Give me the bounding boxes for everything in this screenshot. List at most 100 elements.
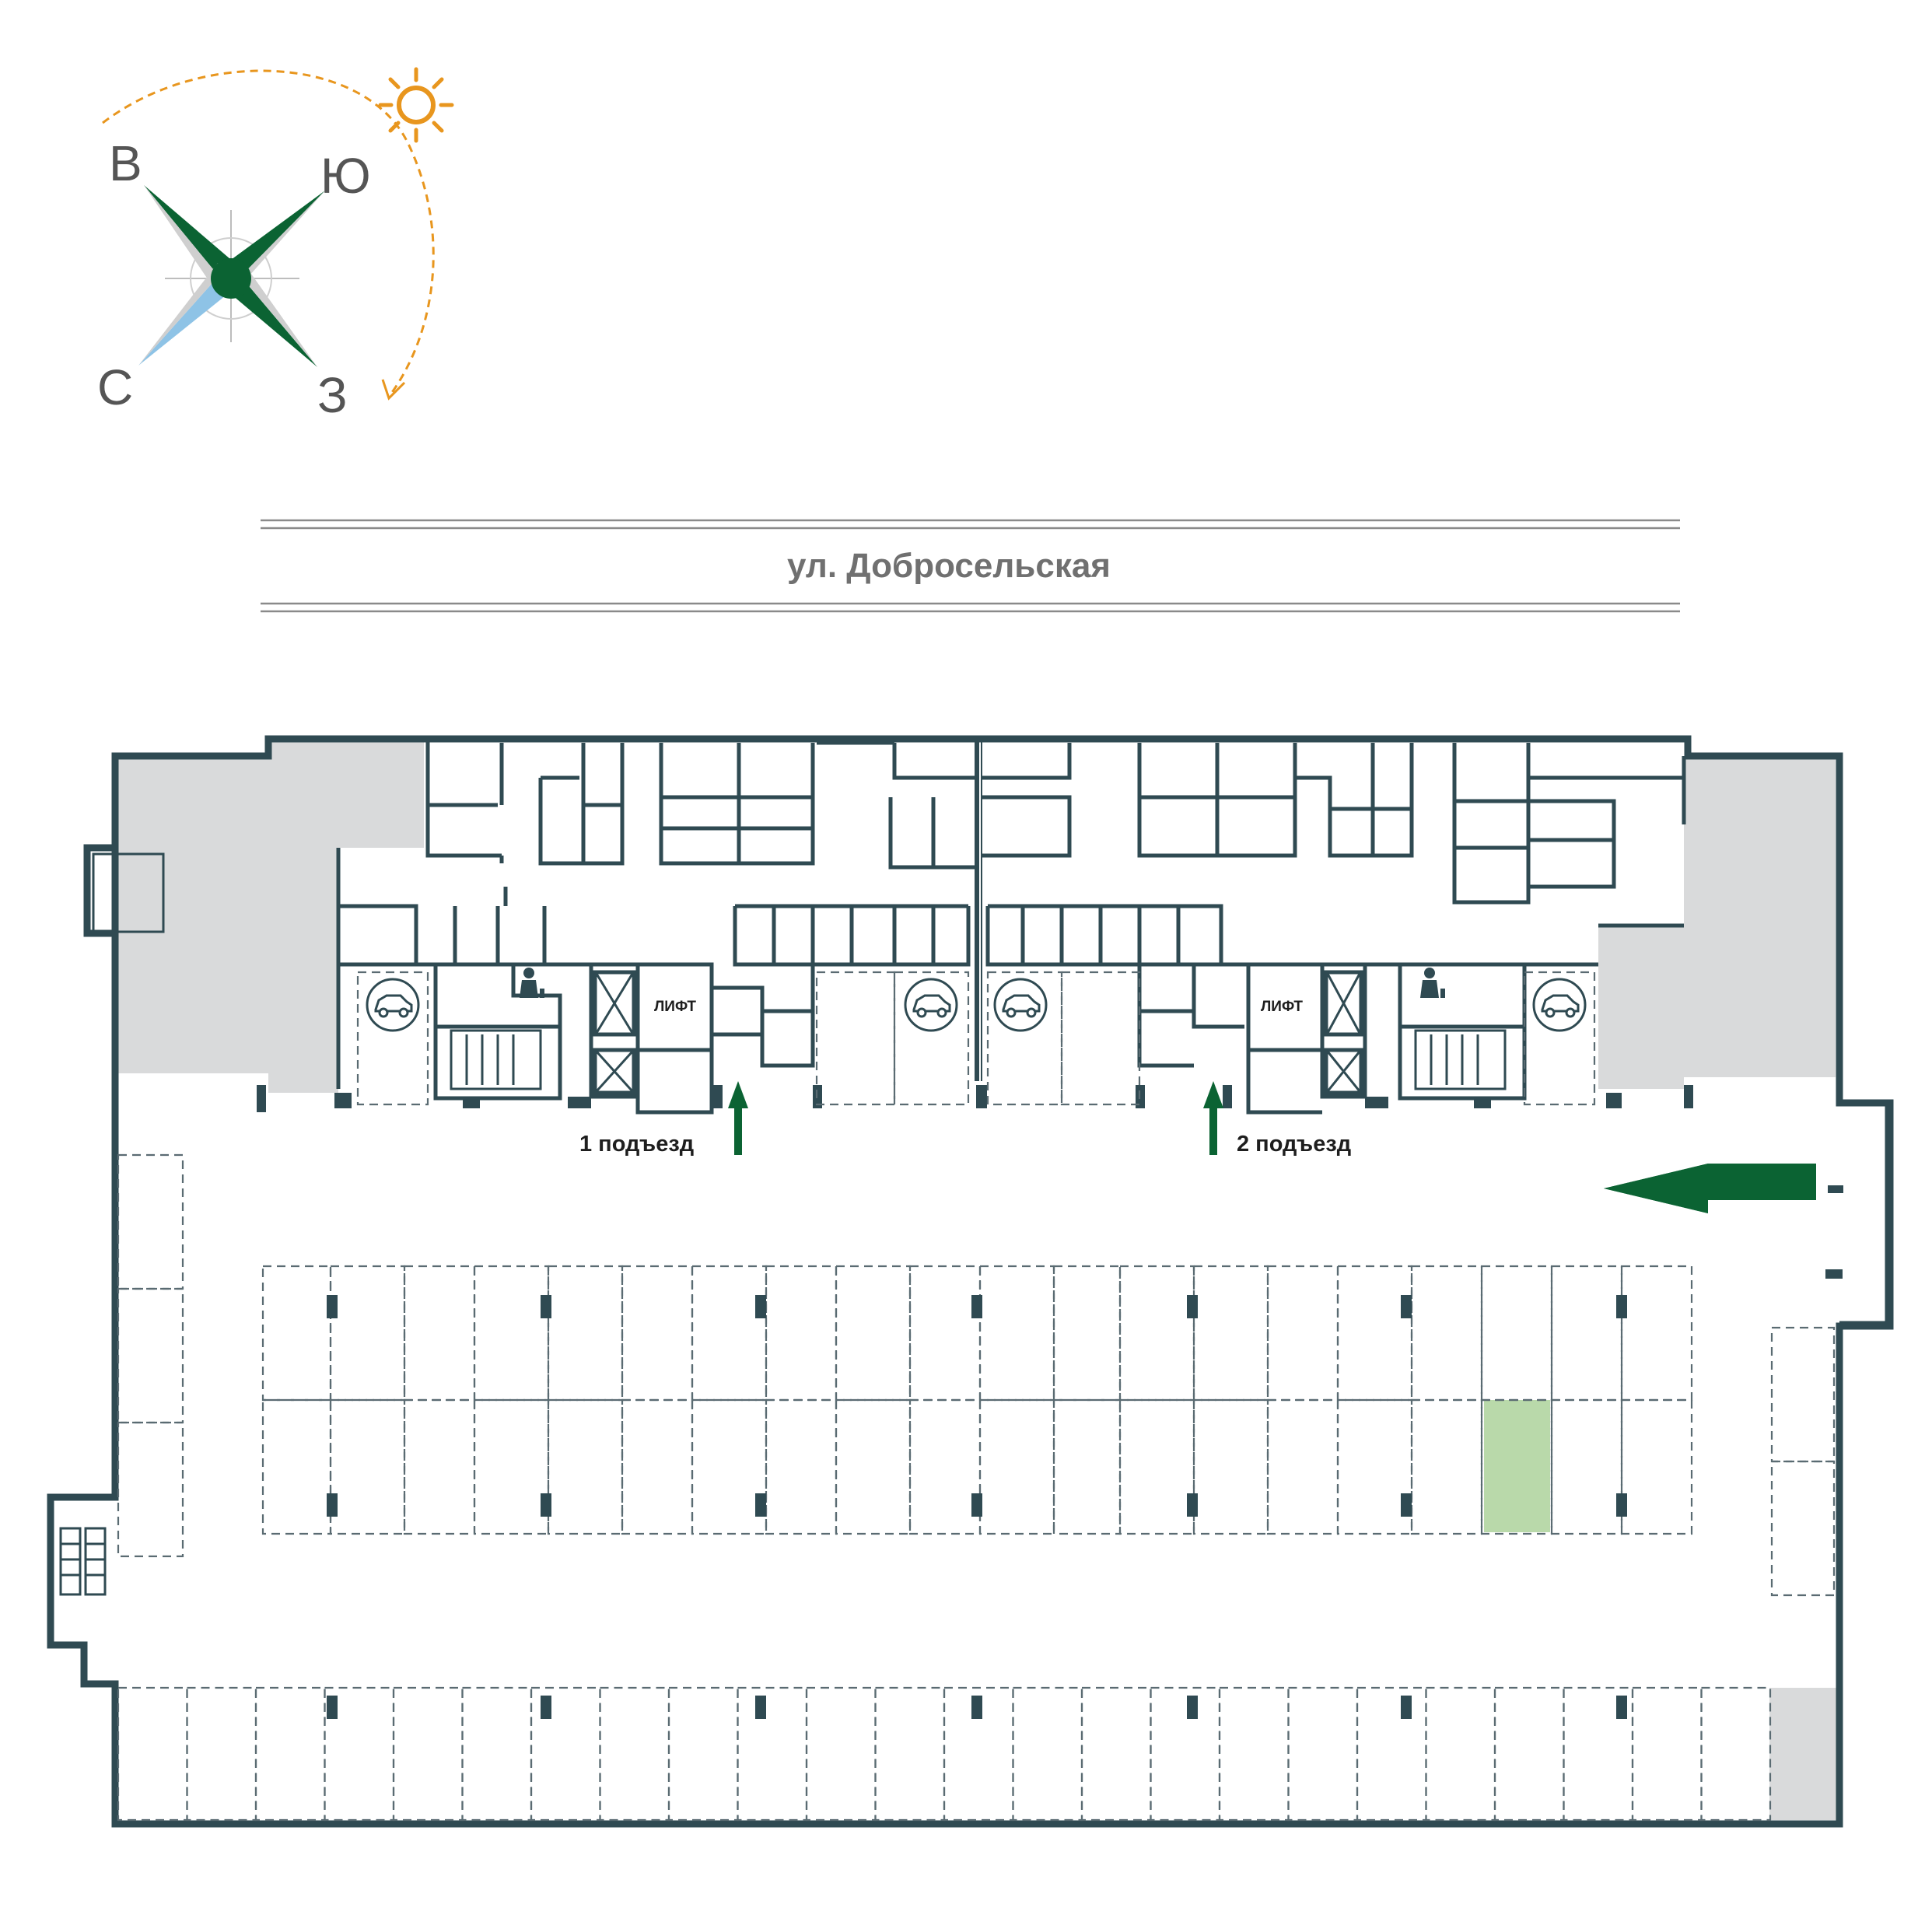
street: ул. Добросельская [261,519,1680,613]
parking-space [392,1686,464,1822]
parking-space [1287,1686,1359,1822]
parking-space [1052,1398,1122,1535]
compass-east-label: В [109,135,142,191]
ev-charging-bays [356,971,1596,1106]
rose-needle-south [219,191,325,284]
parking-space [473,1265,550,1402]
column [1616,1493,1627,1517]
entrance-arrow-1 [728,1081,748,1155]
parking-space [737,1686,808,1822]
parking-space [1192,1265,1269,1402]
parking-space [978,1398,1055,1535]
parking-space [805,1686,877,1822]
parking-space [835,1398,912,1535]
column [1401,1696,1412,1719]
parking-space [978,1265,1055,1402]
parking-spaces-left-column [117,1153,184,1558]
lift-label-1: ЛИФТ [654,999,696,1015]
parking-space [1336,1265,1413,1402]
compass-west-label: З [317,367,348,423]
parking-space [530,1686,601,1822]
parking-space [186,1686,257,1822]
parking-space [691,1398,768,1535]
sun-path-arc [102,69,435,397]
parking-space [1336,1398,1413,1535]
parking-space [403,1265,476,1402]
rose-needle-west [222,272,317,367]
left-stair [59,1527,107,1596]
parking-space [691,1265,768,1402]
parking-space [547,1398,624,1535]
columns [327,1295,1627,1719]
parking-space [1012,1686,1083,1822]
parking-space [1218,1686,1290,1822]
parking-space [1493,1686,1565,1822]
compass-north-label: С [97,359,133,415]
parking-space [908,1398,982,1535]
parking-space [1052,1265,1122,1402]
parking-space [1480,1398,1553,1535]
highlighted-parking-space[interactable] [1484,1400,1550,1532]
parking-space [261,1265,332,1402]
column [327,1493,338,1517]
cleaner-icon [520,968,1445,998]
parking-space [621,1398,694,1535]
storage-areas [117,739,1839,1820]
parking-space [1192,1398,1269,1535]
column [1616,1696,1627,1719]
column [1401,1295,1412,1318]
parking-space [403,1398,476,1535]
arrow-left-icon [1604,1164,1843,1279]
electric-car-icon [366,978,1587,1032]
parking-space [908,1265,982,1402]
parking-space [1410,1398,1483,1535]
lift-label-2: ЛИФТ [1261,999,1303,1015]
parking-space [943,1686,1014,1822]
entry-ramp [1839,1103,1888,1324]
street-name: ул. Добросельская [787,547,1111,585]
parking-space [329,1265,406,1402]
rose-needle-east [144,185,241,286]
parking-space [1356,1686,1427,1822]
column [1187,1493,1198,1517]
storage-rooms-upper [425,739,1686,905]
column [1187,1295,1198,1318]
parking-space [329,1398,406,1535]
parking-space [1700,1686,1772,1822]
column [541,1493,551,1517]
parking-space [1266,1265,1339,1402]
compass-rose: В Ю С З [97,67,454,423]
parking-space [1150,1686,1221,1822]
parking-space [765,1265,838,1402]
column [1187,1696,1198,1719]
column [541,1295,551,1318]
rose-needle-north [138,268,237,366]
parking-space [1118,1265,1195,1402]
storage-rooms-middle [336,848,1684,1089]
parking-space [1631,1686,1703,1822]
column [327,1696,338,1719]
parking-space [1118,1398,1195,1535]
parking-space [461,1686,533,1822]
parking-spaces-middle [261,1265,1693,1535]
entrance-arrow-2 [1203,1081,1223,1155]
parking-space [1563,1686,1634,1822]
parking-space [473,1398,550,1535]
parking-space [1410,1265,1483,1402]
column [971,1493,982,1517]
parking-space [621,1265,694,1402]
column [327,1295,338,1318]
parking-space [1620,1265,1693,1402]
parking-space [835,1265,912,1402]
rose-center [211,258,251,299]
parking-space [1550,1398,1623,1535]
parking-space [765,1398,838,1535]
entrance-label-2: 2 подъезд [1237,1132,1351,1157]
column [755,1696,766,1719]
sun-path-arrowhead [381,379,406,401]
outer-wall [47,735,1894,1828]
parking-space [1480,1265,1553,1402]
parking-space [324,1686,395,1822]
parking-space [254,1686,326,1822]
column [971,1295,982,1318]
